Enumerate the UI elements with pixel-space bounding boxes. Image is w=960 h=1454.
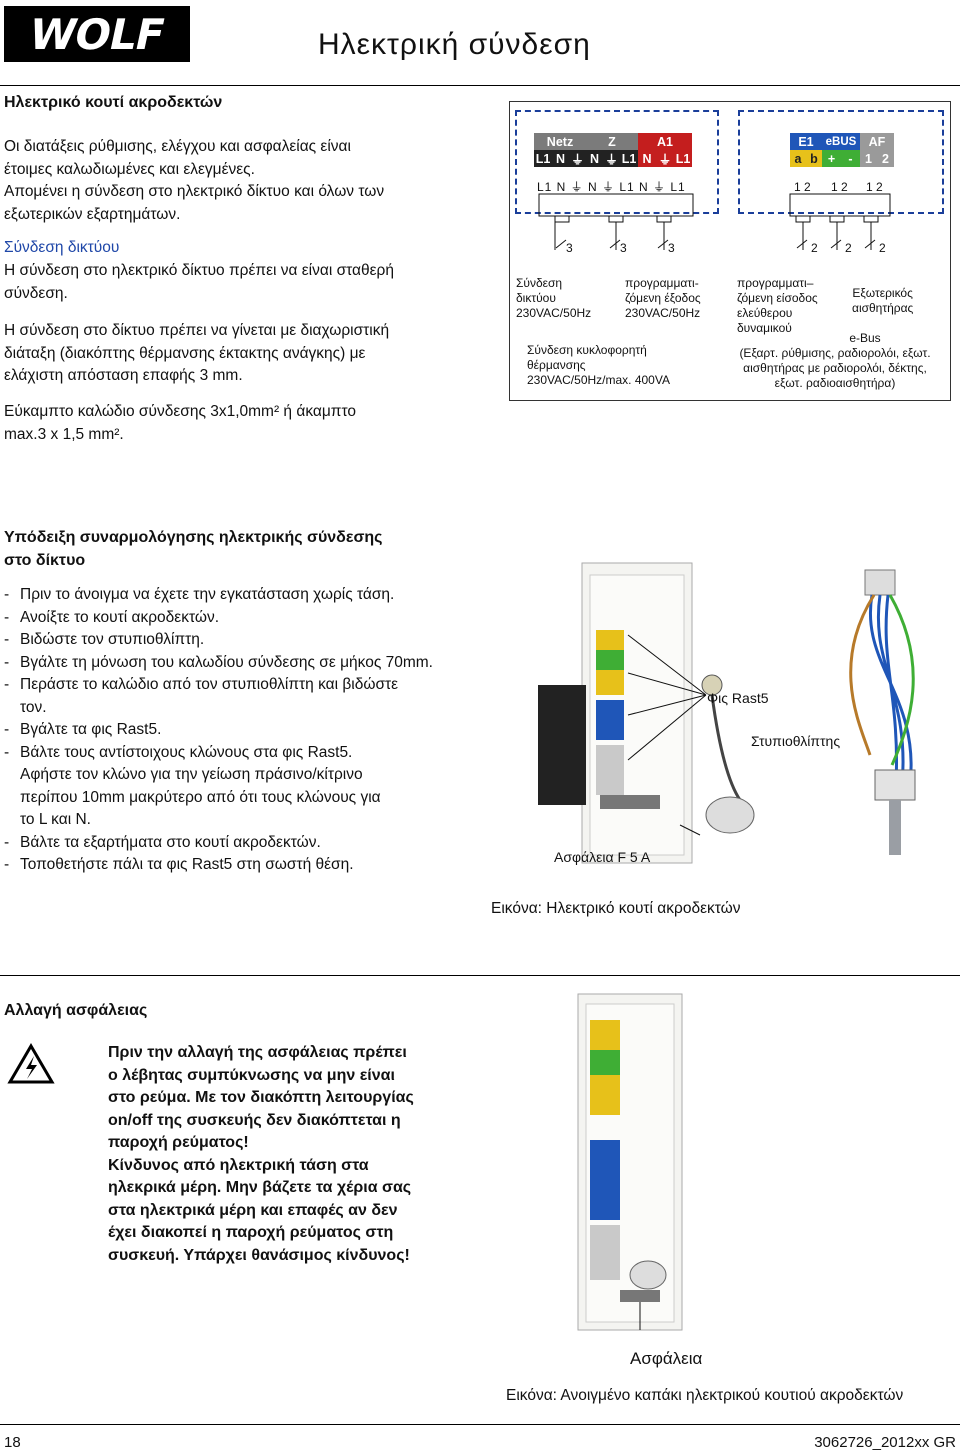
e1-label: E1 [790,133,822,150]
mains-pin-labels: L1 N ⏚ N ⏚ L1 N ⏚ L1 [537,180,686,194]
cable-paragraph: Εύκαμπτο καλώδιο σύνδεσης 3x1,0mm² ή άκα… [4,403,356,443]
dashed-group-low-voltage [738,110,944,214]
pin-labels-ebus: 1 2 [831,180,848,194]
document-number: 3062726_2012xx GR [814,1434,956,1451]
wolf-logo: WOLF [4,6,190,62]
label-fuse-5a: Ασφάλεια F 5 A [554,849,651,865]
wiring-lines [538,193,891,250]
figure-caption-terminal-box: Εικόνα: Ηλεκτρικό κουτί ακροδεκτών [491,900,741,917]
net-connection-heading: Σύνδεση δικτύου [4,239,120,256]
page-title: Ηλεκτρική σύνδεση [318,28,591,61]
page-number: 18 [4,1434,21,1451]
net-paragraph-1: Η σύνδεση στο ηλεκτρικό δίκτυο πρέπει να… [4,262,394,302]
terminal-block-mains: Netz Z A1 L1 N ⏚ N ⏚ L1 N ⏚ L1 [534,133,692,167]
header-divider [0,85,960,86]
dashed-group-mains [515,110,719,214]
z-label: Z [586,133,638,150]
step-1: Πριν το άνοιγμα να έχετε την εγκατάσταση… [4,584,464,607]
figure-caption-open-box: Εικόνα: Ανοιγμένο καπάκι ηλεκτρικού κουτ… [506,1387,904,1404]
terminal-box-photo [538,562,916,864]
wire-count-z: 3 [620,241,627,255]
ebus-label: eBUS [822,133,860,150]
net-paragraph-2: Η σύνδεση στο δίκτυο πρέπει να γίνεται μ… [4,322,390,384]
af-label: AF [860,133,894,150]
wire-count-af: 2 [879,241,886,255]
intro-paragraph: Οι διατάξεις ρύθμισης, ελέγχου και ασφαλ… [4,138,385,223]
netz-label: Netz [534,133,586,150]
footer-divider [0,1424,960,1425]
step-9: Τοποθετήστε πάλι τα φις Rast5 στη σωστή … [4,854,464,877]
label-rast5-plug: Φις Rast5 [707,690,769,706]
step-3: Βιδώστε τον στυπιοθλίπτη. [4,629,464,652]
step-5: Περάστε το καλώδιο από τον στυπιοθλίπτη … [4,674,464,719]
pin-labels-af: 1 2 [866,180,883,194]
wire-count-netz: 3 [566,241,573,255]
step-2: Ανοίξτε το κουτί ακροδεκτών. [4,607,464,630]
step-7: Βάλτε τους αντίστοιχους κλώνους στα φις … [4,742,464,832]
step-4: Βγάλτε τη μόνωση του καλωδίου σύνδεσης σ… [4,652,464,675]
step-6: Βγάλτε τα φις Rast5. [4,719,464,742]
terminal-block-low-voltage: E1 eBUS AF a b + - 1 2 [790,133,894,167]
assembly-steps: Πριν το άνοιγμα να έχετε την εγκατάσταση… [4,584,464,877]
label-fuse: Ασφάλεια [630,1349,703,1368]
a1-label: A1 [638,133,692,150]
assembly-heading: Υπόδειξη συναρμολόγησης ηλεκτρικής σύνδε… [4,529,383,569]
fuse-heading: Αλλαγή ασφάλειας [4,1002,148,1019]
pin-labels-e1: 1 2 [794,180,811,194]
wire-count-a1: 3 [668,241,675,255]
section-heading-terminal-box: Ηλεκτρικό κουτί ακροδεκτών [4,94,223,111]
open-terminal-box-photo [577,993,683,1331]
wire-count-e1: 2 [811,241,818,255]
section-divider [0,975,960,976]
step-8: Βάλτε τα εξαρτήματα στο κουτί ακροδεκτών… [4,832,464,855]
wiring-diagram [509,101,951,401]
label-cable-gland: Στυπιοθλίπτης [751,733,841,749]
electrical-hazard-icon [7,1043,55,1084]
label-ebus: e-Bus(Εξαρτ. ρύθμισης, ραδιορολόι, εξωτ.… [739,331,931,390]
wire-count-ebus: 2 [845,241,852,255]
